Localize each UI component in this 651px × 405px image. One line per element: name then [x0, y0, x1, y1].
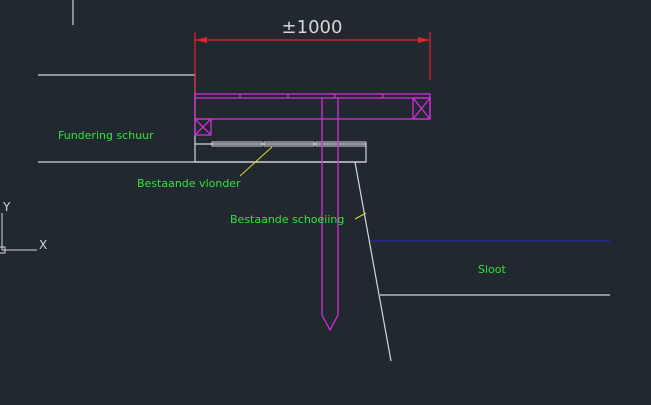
- ucs-y-label: Y: [2, 200, 11, 214]
- label-fundering-schuur: Fundering schuur: [58, 129, 154, 142]
- existing-deck-outline: [195, 143, 367, 163]
- label-bestaande-vlonder: Bestaande vlonder: [137, 177, 241, 190]
- dimension-width: [194, 32, 431, 94]
- leader-vlonder: [239, 146, 273, 177]
- label-bestaande-schoeiing: Bestaande schoeiing: [230, 213, 344, 226]
- new-deck-structure: [194, 93, 431, 332]
- leader-schoeiing: [354, 212, 367, 220]
- ucs-icon: [0, 213, 37, 254]
- deck-boards: [211, 141, 367, 147]
- label-sloot: Sloot: [478, 263, 506, 276]
- ucs-x-label: X: [39, 238, 47, 252]
- fundering-schuur-outline: [38, 74, 196, 163]
- dimension-text: ±1000: [282, 17, 343, 38]
- schoeiing-line: [354, 161, 392, 362]
